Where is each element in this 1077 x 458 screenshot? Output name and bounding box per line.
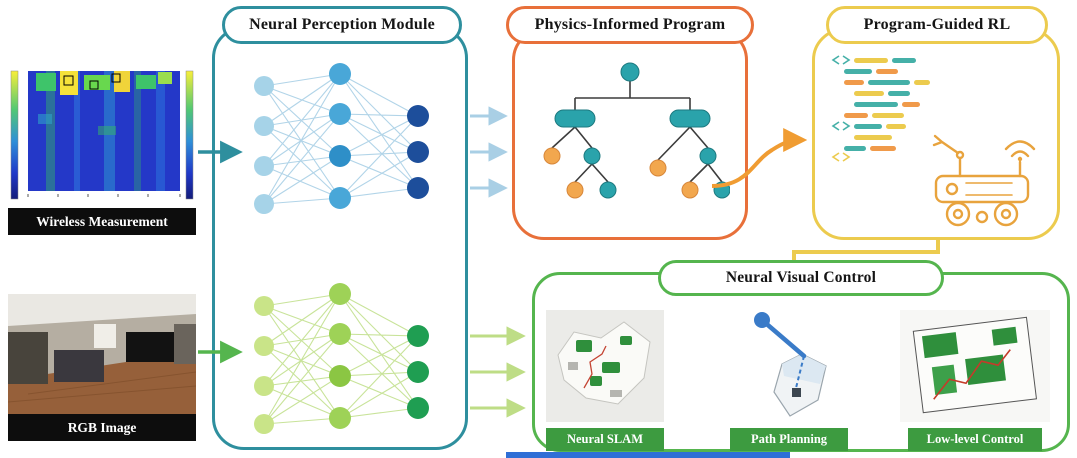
robot-rover-icon bbox=[932, 134, 1036, 227]
neural-perception-module-title: Neural Perception Module bbox=[222, 6, 462, 44]
neural-slam-map-image bbox=[546, 310, 664, 422]
neural-visual-control-title: Neural Visual Control bbox=[658, 260, 944, 296]
program-guided-rl-title: Program-Guided RL bbox=[826, 6, 1048, 44]
neural-slam-label: Neural SLAM bbox=[546, 428, 664, 451]
wireless-neural-network-icon bbox=[254, 63, 429, 214]
program-tree-icon bbox=[543, 62, 730, 199]
program-code-lines-icon bbox=[832, 55, 930, 162]
arrows-perception-to-visual-control bbox=[470, 326, 526, 418]
bottom-blue-strip bbox=[506, 452, 790, 458]
program-guided-rl-box bbox=[812, 28, 1060, 240]
arrows-perception-to-physics bbox=[470, 106, 508, 198]
path-planning-label: Path Planning bbox=[730, 428, 848, 451]
rgb-room-photo-image bbox=[8, 294, 196, 414]
rgb-image-label: RGB Image bbox=[8, 414, 196, 441]
low-level-control-label: Low-level Control bbox=[908, 428, 1042, 451]
path-planning-image bbox=[724, 304, 854, 426]
wireless-spectrum-heatmap-image bbox=[10, 70, 194, 200]
visual-neural-network-icon bbox=[254, 283, 429, 434]
physics-informed-program-title: Physics-Informed Program bbox=[506, 6, 754, 44]
wireless-measurement-label: Wireless Measurement bbox=[8, 208, 196, 235]
low-level-control-map-image bbox=[900, 310, 1050, 422]
